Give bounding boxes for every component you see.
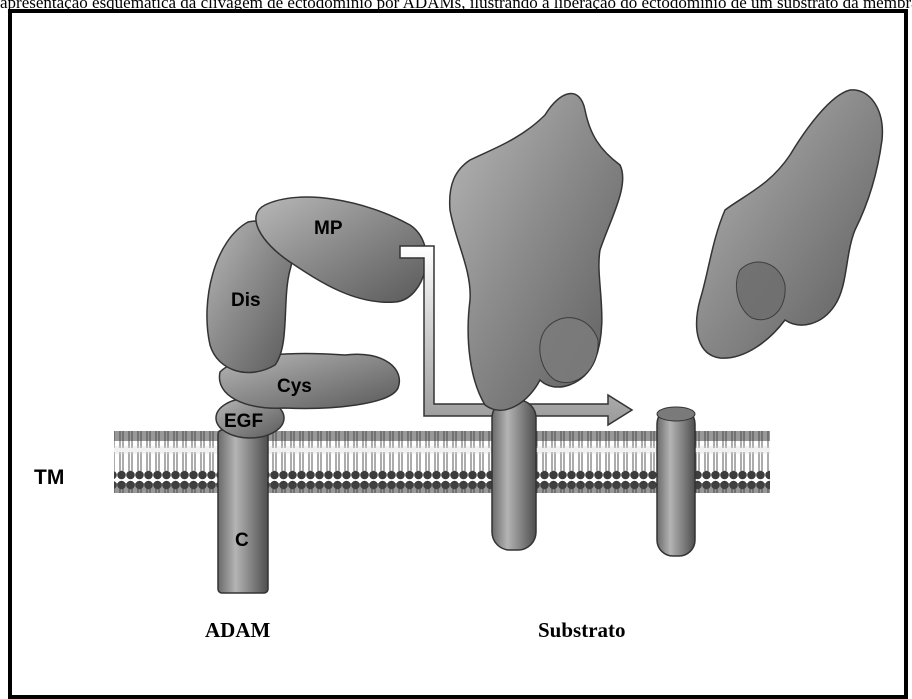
- label-egf: EGF: [224, 411, 263, 433]
- adam-cytoplasmic-tail: [218, 430, 268, 593]
- label-mp: MP: [314, 218, 343, 240]
- label-adam: ADAM: [205, 618, 270, 643]
- label-tm: TM: [34, 466, 64, 490]
- released-ectodomain: [697, 90, 883, 358]
- substrate-stalk: [492, 400, 536, 550]
- label-c: C: [235, 530, 249, 552]
- label-dis: Dis: [231, 290, 261, 312]
- membrane-protein-2: [657, 407, 695, 556]
- label-cys: Cys: [277, 376, 312, 398]
- substrate-ectodomain: [450, 94, 623, 411]
- label-substrato: Substrato: [538, 618, 626, 643]
